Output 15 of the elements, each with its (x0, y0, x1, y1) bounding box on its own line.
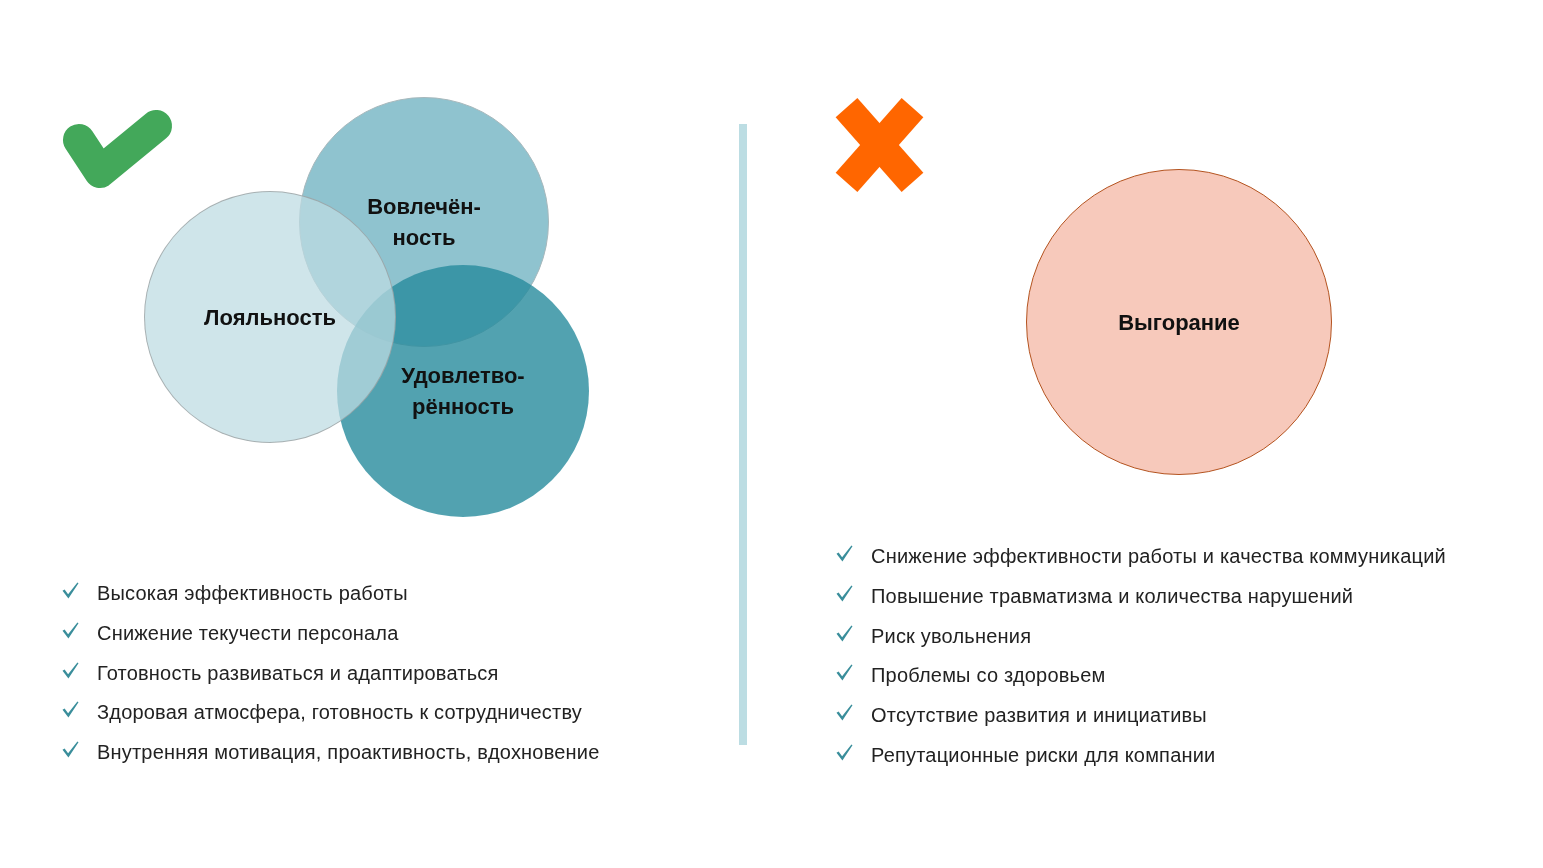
list-item-text: Снижение текучести персонала (97, 620, 399, 645)
list-item-text: Готовность развиваться и адаптироваться (97, 660, 499, 685)
list-item-text: Снижение эффективности работы и качества коммуникаций (871, 544, 1446, 568)
list-item-text: Здоровая атмосфера, готовность к сотрудничеству (97, 700, 582, 725)
list-item-text: Высокая эффективность работы (97, 581, 408, 605)
list-item-text: Репутационные риски для компании (871, 743, 1216, 767)
list-item-text: Риск увольнения (871, 623, 1032, 648)
list-item-text: Проблемы со здоровьем (871, 663, 1106, 688)
circle-label: Выгорание (1118, 308, 1240, 337)
circle-label: Лояльность (204, 303, 336, 332)
circle-label: Вовлечён- ность (367, 193, 481, 252)
circle-label: Удовлетво- рённость (401, 362, 525, 421)
list-item-text: Повышение травматизма и количества нарушений (871, 583, 1354, 608)
list-item-text: Внутренняя мотивация, проактивность, вдохновение (97, 740, 600, 765)
list-item-text: Отсутствие развития и инициативы (871, 703, 1207, 728)
